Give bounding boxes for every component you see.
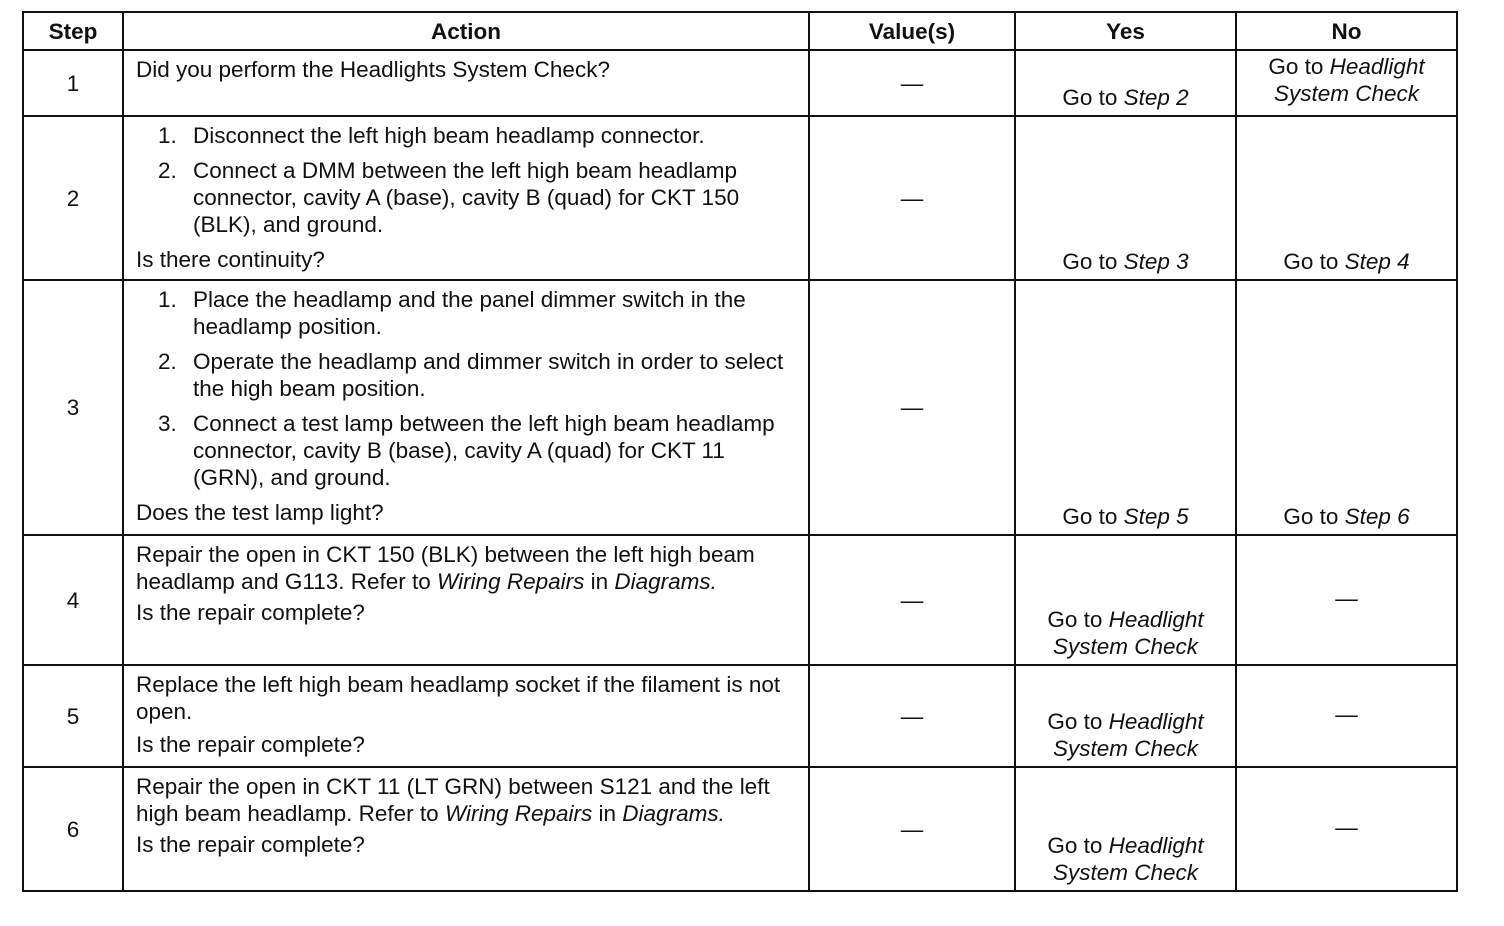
list-item: 1.Place the headlamp and the panel dimme… (158, 287, 746, 339)
step-number: 3 (22, 279, 124, 536)
yes-link[interactable]: Step 5 (1123, 504, 1189, 529)
table-row: 3 1.Place the headlamp and the panel dim… (22, 279, 1458, 536)
no-cell: — (1235, 664, 1458, 768)
list-item: 2.Operate the headlamp and dimmer switch… (158, 349, 784, 401)
action-cell: 1.Place the headlamp and the panel dimme… (122, 279, 810, 536)
header-step: Step (22, 11, 124, 51)
step-number: 1 (22, 49, 124, 117)
step-number: 2 (22, 115, 124, 281)
value-cell: — (808, 766, 1016, 892)
action-text: Replace the left high beam headlamp sock… (136, 672, 781, 724)
list-item: 2.Connect a DMM between the left high be… (158, 158, 740, 237)
reference-link[interactable]: Wiring Repairs (444, 801, 593, 826)
table-row: 1 Did you perform the Headlights System … (22, 49, 1458, 117)
yes-link[interactable]: Headlight System Check (1052, 833, 1204, 885)
yes-cell[interactable]: Go to Step 2 (1014, 49, 1237, 117)
no-prefix: Go to (1268, 54, 1330, 79)
header-values: Value(s) (808, 11, 1016, 51)
action-cell: Repair the open in CKT 150 (BLK) between… (122, 534, 810, 666)
reference-link[interactable]: Wiring Repairs (437, 569, 585, 594)
header-row: Step Action Value(s) Yes No (22, 11, 1458, 51)
header-no: No (1235, 11, 1458, 51)
no-cell[interactable]: Go to Headlight System Check (1235, 49, 1458, 117)
value-cell: — (808, 49, 1016, 117)
table-row: 4 Repair the open in CKT 150 (BLK) betwe… (22, 534, 1458, 666)
yes-prefix: Go to (1047, 709, 1109, 734)
action-cell: Did you perform the Headlights System Ch… (122, 49, 810, 117)
action-question: Is the repair complete? (136, 600, 365, 625)
reference-link[interactable]: Diagrams. (614, 569, 717, 594)
step-number: 6 (22, 766, 124, 892)
yes-prefix: Go to (1047, 833, 1109, 858)
action-question: Is the repair complete? (136, 732, 365, 757)
yes-prefix: Go to (1062, 249, 1124, 274)
no-link[interactable]: Step 6 (1344, 504, 1410, 529)
action-question: Is there continuity? (136, 247, 325, 272)
table-row: 5 Replace the left high beam headlamp so… (22, 664, 1458, 768)
action-text: Repair the open in CKT 11 (LT GRN) betwe… (136, 774, 770, 826)
action-text: Did you perform the Headlights System Ch… (136, 57, 610, 82)
no-cell: — (1235, 766, 1458, 892)
yes-link[interactable]: Step 3 (1123, 249, 1189, 274)
yes-prefix: Go to (1062, 85, 1124, 110)
no-prefix: Go to (1283, 504, 1345, 529)
yes-link[interactable]: Step 2 (1123, 85, 1189, 110)
yes-cell[interactable]: Go to Step 3 (1014, 115, 1237, 281)
value-cell: — (808, 534, 1016, 666)
action-list: 1.Place the headlamp and the panel dimme… (136, 286, 800, 491)
yes-link[interactable]: Headlight System Check (1052, 607, 1204, 659)
diagnostic-table: Step Action Value(s) Yes No 1 Did you pe… (22, 11, 1458, 892)
yes-cell[interactable]: Go to Headlight System Check (1014, 534, 1237, 666)
list-item: 1.Disconnect the left high beam headlamp… (158, 123, 705, 148)
action-text: Repair the open in CKT 150 (BLK) between… (136, 542, 755, 594)
value-cell: — (808, 115, 1016, 281)
action-cell: 1.Disconnect the left high beam headlamp… (122, 115, 810, 281)
header-yes: Yes (1014, 11, 1237, 51)
yes-prefix: Go to (1062, 504, 1124, 529)
no-link[interactable]: Step 4 (1344, 249, 1410, 274)
step-number: 5 (22, 664, 124, 768)
no-link[interactable]: Headlight System Check (1273, 54, 1425, 106)
action-cell: Replace the left high beam headlamp sock… (122, 664, 810, 768)
no-prefix: Go to (1283, 249, 1345, 274)
value-cell: — (808, 279, 1016, 536)
table-row: 6 Repair the open in CKT 11 (LT GRN) bet… (22, 766, 1458, 892)
no-cell[interactable]: Go to Step 6 (1235, 279, 1458, 536)
action-cell: Repair the open in CKT 11 (LT GRN) betwe… (122, 766, 810, 892)
reference-link[interactable]: Diagrams. (622, 801, 725, 826)
action-question: Does the test lamp light? (136, 500, 384, 525)
no-cell[interactable]: Go to Step 4 (1235, 115, 1458, 281)
action-question: Is the repair complete? (136, 832, 365, 857)
value-cell: — (808, 664, 1016, 768)
action-list: 1.Disconnect the left high beam headlamp… (136, 122, 800, 238)
no-cell: — (1235, 534, 1458, 666)
yes-prefix: Go to (1047, 607, 1109, 632)
yes-cell[interactable]: Go to Headlight System Check (1014, 766, 1237, 892)
yes-cell[interactable]: Go to Step 5 (1014, 279, 1237, 536)
table-row: 2 1.Disconnect the left high beam headla… (22, 115, 1458, 281)
yes-cell[interactable]: Go to Headlight System Check (1014, 664, 1237, 768)
header-action: Action (122, 11, 810, 51)
list-item: 3.Connect a test lamp between the left h… (158, 411, 775, 490)
yes-link[interactable]: Headlight System Check (1052, 709, 1204, 761)
step-number: 4 (22, 534, 124, 666)
